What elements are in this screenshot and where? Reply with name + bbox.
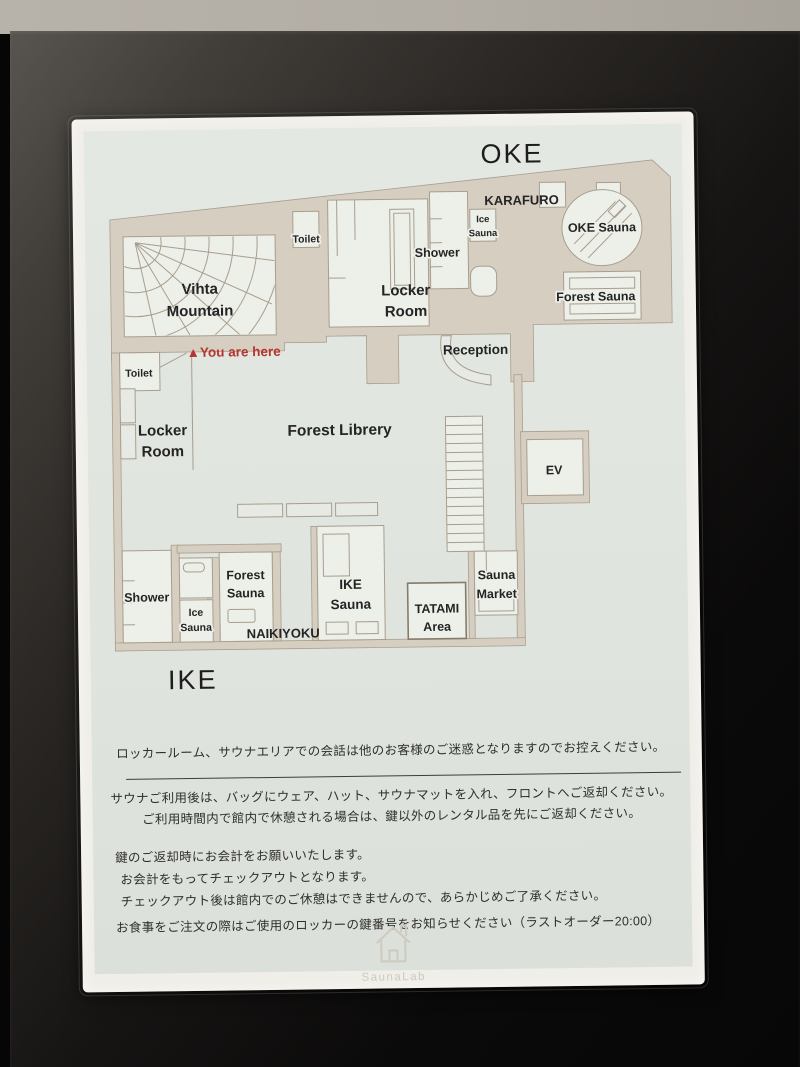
notice-checkout-1: 鍵のご返却時にお会計をお願いいたします。 bbox=[115, 847, 370, 866]
shower-lower-room bbox=[121, 549, 173, 644]
naikiyoku-label: NAIKIYOKU bbox=[247, 625, 320, 641]
vihta-mountain-room bbox=[122, 234, 277, 338]
ice-upper-label-2: Sauna bbox=[469, 228, 498, 239]
forest-lower-label-2: Sauna bbox=[227, 586, 266, 601]
house-icon bbox=[376, 924, 411, 963]
lower-rooms bbox=[119, 351, 584, 644]
forest-sauna-upper-label: Forest Sauna bbox=[556, 289, 636, 304]
sign-content-area: OKE IKE ▲You are here Vihta Mountain Toi… bbox=[83, 123, 693, 984]
reception-label: Reception bbox=[443, 342, 508, 358]
ice-lower-label-2: Sauna bbox=[180, 622, 212, 634]
forest-sauna-upper-room bbox=[563, 270, 642, 321]
wall-background bbox=[0, 0, 800, 34]
staircase bbox=[444, 415, 485, 553]
reception-desk bbox=[440, 335, 492, 386]
shower-lower-label: Shower bbox=[124, 590, 169, 605]
toilet-upper-label: Toilet bbox=[292, 233, 320, 245]
notice-checkout-2: お会計をもってチェックアウトとなります。 bbox=[120, 869, 375, 887]
library-bench bbox=[335, 502, 379, 517]
sign-paper: OKE IKE ▲You are here Vihta Mountain Toi… bbox=[67, 107, 709, 997]
elevator-room bbox=[526, 438, 584, 497]
vihta-label-1: Vihta bbox=[181, 281, 218, 298]
locker-upper-room bbox=[327, 198, 430, 328]
locker-lower-label-2: Room bbox=[141, 443, 184, 461]
forest-librery-label: Forest Librery bbox=[287, 421, 392, 439]
karafuro-label: KARAFURO bbox=[484, 192, 559, 208]
oke-sauna-benches bbox=[573, 199, 633, 259]
forest-sauna-lower-room bbox=[218, 551, 274, 643]
ice-upper-label-1: Ice bbox=[476, 214, 489, 225]
lower-floor-title: IKE bbox=[168, 665, 218, 696]
ike-sauna-room bbox=[316, 524, 386, 641]
shower-upper-label: Shower bbox=[415, 245, 460, 260]
sauna-lab-logo: SaunaLab bbox=[94, 916, 693, 987]
ike-sauna-label-1: IKE bbox=[339, 577, 362, 592]
ice-sauna-upper-room bbox=[469, 208, 497, 242]
karafuro-room bbox=[538, 181, 567, 208]
ice-sauna-lower-room bbox=[179, 599, 214, 643]
toilet-lower-room bbox=[119, 351, 161, 392]
library-bench bbox=[286, 502, 333, 518]
vihta-fan-pattern bbox=[124, 235, 276, 336]
floor-map: OKE IKE ▲You are here Vihta Mountain Toi… bbox=[109, 138, 673, 696]
locker-upper-label-1: Locker bbox=[381, 282, 431, 300]
you-are-here-marker: ▲You are here bbox=[186, 344, 281, 360]
toilet-lower-label: Toilet bbox=[125, 367, 153, 379]
sauna-market-room bbox=[473, 550, 519, 616]
elevator-label: EV bbox=[546, 463, 564, 477]
upper-rooms bbox=[122, 181, 643, 386]
locker-upper-label-2: Room bbox=[385, 303, 428, 321]
oke-sauna-label: OKE Sauna bbox=[568, 220, 637, 235]
forest-lower-label-1: Forest bbox=[226, 568, 265, 583]
upper-floor-title: OKE bbox=[480, 138, 543, 169]
logo-text: SaunaLab bbox=[361, 970, 427, 984]
ice-lower-label-1: Ice bbox=[189, 607, 204, 619]
locker-lower-label-1: Locker bbox=[138, 422, 188, 440]
library-bench bbox=[237, 503, 284, 518]
toilet-upper-room bbox=[292, 210, 320, 249]
vihta-label-2: Mountain bbox=[167, 302, 234, 320]
bath-tub bbox=[470, 265, 498, 297]
notice-quiet: ロッカールーム、サウナエリアでの会話は他のお客様のご迷惑となりますのでお控えくだ… bbox=[116, 739, 666, 761]
tatami-room bbox=[406, 581, 468, 640]
tatami-label-1: TATAMI bbox=[415, 601, 460, 616]
divider-line bbox=[126, 771, 682, 780]
notice-checkout-3: チェックアウト後は館内でのご休憩はできませんので、あらかじめご了承ください。 bbox=[120, 888, 607, 909]
sauna-market-label-2: Market bbox=[476, 587, 517, 602]
ike-sauna-label-2: Sauna bbox=[330, 597, 371, 613]
tatami-label-2: Area bbox=[423, 620, 452, 634]
shower-upper-room bbox=[428, 190, 470, 290]
sauna-market-label-1: Sauna bbox=[478, 568, 517, 583]
